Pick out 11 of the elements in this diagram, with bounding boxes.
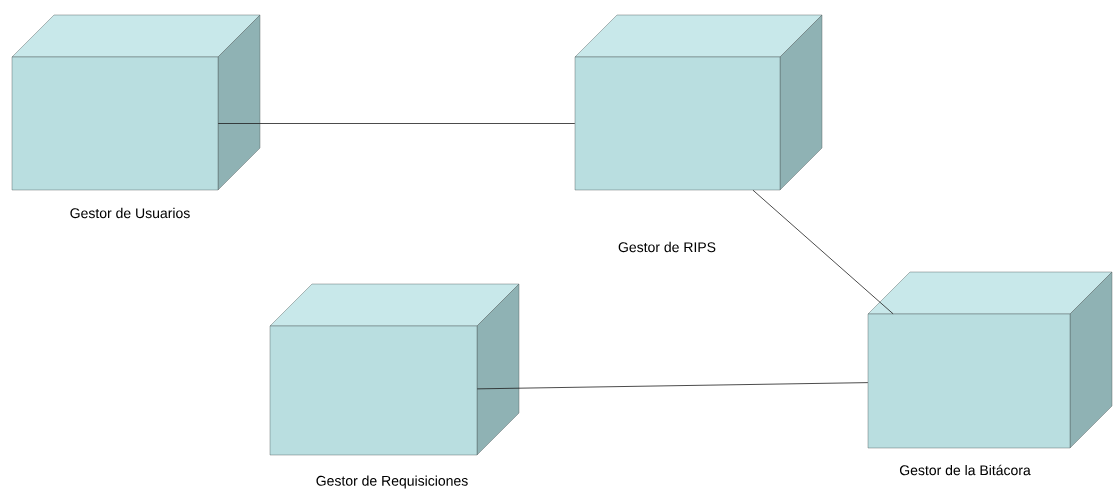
node-box: Gestor de RIPS	[574, 14, 823, 253]
node-box: Gestor de la Bitácora	[867, 271, 1113, 476]
connector	[217, 123, 576, 124]
node-label: Gestor de RIPS	[618, 241, 716, 253]
node-box: Gestor de Usuarios	[11, 14, 261, 219]
connector	[752, 189, 894, 315]
node-label: Gestor de Usuarios	[70, 207, 190, 219]
node-label: Gestor de Requisiciones	[316, 475, 468, 489]
node-box: Gestor de Requisiciones	[269, 283, 520, 489]
node-label: Gestor de la Bitácora	[899, 464, 1031, 476]
connector	[476, 382, 869, 390]
